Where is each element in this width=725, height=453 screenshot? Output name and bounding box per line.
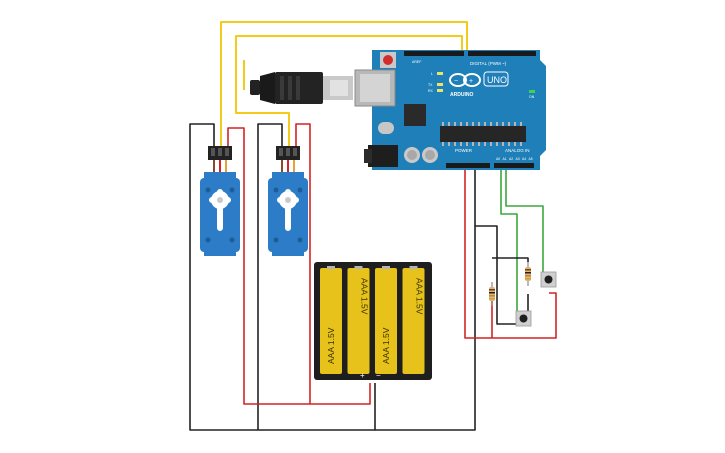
battery-cell: AAA 1.5V: [402, 266, 425, 374]
usb-chip: [404, 104, 426, 126]
led-l: [437, 72, 443, 75]
servo-left[interactable]: [200, 146, 240, 256]
analog-pin-label: A0: [496, 157, 500, 161]
analog-header: [494, 163, 534, 168]
wire-black-gnd-arduino[interactable]: [375, 225, 520, 431]
svg-text:L: L: [431, 72, 433, 76]
servo-right[interactable]: [268, 146, 308, 256]
aref-label: AREF: [412, 60, 421, 64]
wire-black-button2-link: [492, 257, 529, 262]
battery-cell: AAA 1.5V: [320, 266, 342, 374]
analog-pin-label: A5: [529, 157, 533, 161]
battery-cell: AAA 1.5V: [347, 266, 370, 374]
analog-pin-label: A3: [516, 157, 520, 161]
svg-text:TX: TX: [428, 83, 433, 87]
analog-pin-label: A2: [509, 157, 513, 161]
pushbutton-2[interactable]: [540, 271, 557, 288]
power-header: [446, 163, 490, 168]
arduino-uno-board[interactable]: DIGITAL (PWM ~) AREF − + ARDUINO UNO L T…: [354, 50, 546, 170]
arduino-model: UNO: [487, 75, 507, 85]
wire-red-servo-right-vcc[interactable]: [295, 123, 311, 404]
resistor-2[interactable]: [525, 262, 531, 286]
arduino-brand: ARDUINO: [450, 92, 473, 98]
wire-black-servo-left-gnd[interactable]: [189, 123, 376, 431]
analog-label: ANALOG IN: [505, 148, 530, 153]
wire-red-5v-arduino[interactable]: [464, 170, 557, 339]
battery-cell-label: AAA 1.5V: [381, 327, 391, 364]
battery-cell: AAA 1.5V: [375, 266, 397, 374]
pushbutton-1[interactable]: [515, 310, 532, 327]
digital-header-1: [404, 51, 464, 56]
battery-cell-label: AAA 1.5V: [326, 327, 336, 364]
analog-pin-label: A4: [522, 157, 526, 161]
wire-green-a1[interactable]: [505, 170, 544, 276]
svg-text:−: −: [454, 78, 458, 85]
wire-yellow-servo-left[interactable]: [220, 21, 468, 146]
wire-yellow-servo-right[interactable]: [235, 35, 463, 146]
wires: [189, 21, 557, 431]
usb-cable[interactable]: [250, 72, 353, 104]
led-tx: [437, 83, 443, 86]
wire-red-servo-left-vcc[interactable]: [227, 127, 371, 405]
battery-plus-label: +: [360, 371, 365, 380]
digital-header-2: [468, 51, 536, 56]
battery-cell-label: AAA 1.5V: [360, 278, 370, 315]
digital-label: DIGITAL (PWM ~): [470, 61, 507, 66]
power-jack: [368, 145, 398, 167]
led-on: [529, 90, 535, 93]
svg-text:+: +: [469, 78, 473, 85]
analog-pin-label: A1: [503, 157, 507, 161]
wire-black-servo-right-gnd[interactable]: [257, 123, 283, 430]
svg-text:RX: RX: [428, 89, 434, 93]
wire-green-a0[interactable]: [500, 170, 518, 318]
svg-text:ON: ON: [529, 95, 535, 99]
battery-minus-label: −: [376, 371, 381, 380]
battery-cells: AAA 1.5V AAA 1.5V AAA 1.5V AAA 1.5V: [320, 266, 425, 374]
power-label: POWER: [455, 148, 473, 153]
atmega-chip: [440, 126, 526, 142]
led-rx: [437, 89, 443, 92]
battery-cell-label: AAA 1.5V: [415, 278, 425, 315]
resistor-1[interactable]: [489, 282, 495, 306]
battery-pack[interactable]: AAA 1.5V AAA 1.5V AAA 1.5V AAA 1.5V − +: [314, 262, 432, 380]
crystal: [378, 122, 394, 134]
arduino-logo: − +: [449, 73, 481, 87]
